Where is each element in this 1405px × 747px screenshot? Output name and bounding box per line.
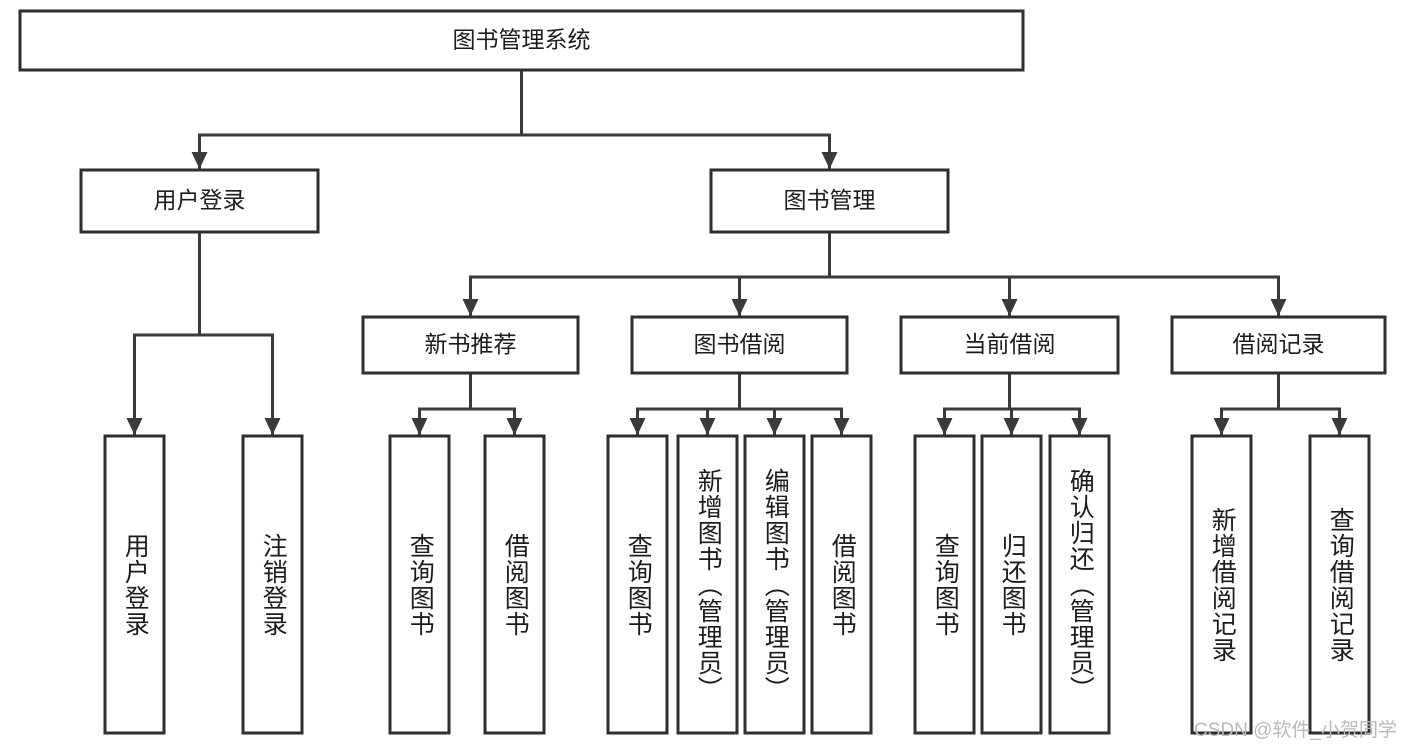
watermark: CSDN @软件_小贺同学 xyxy=(1194,720,1397,741)
node-root xyxy=(18,9,1025,72)
node-leaf-4-label: 查询图书 xyxy=(624,532,653,637)
node-leaf-11 xyxy=(1190,434,1253,735)
node-level2-3-label: 借阅记录 xyxy=(1233,331,1325,357)
node-level1-0 xyxy=(79,168,320,234)
node-leaf-3 xyxy=(483,434,546,735)
node-root-label: 图书管理系统 xyxy=(453,27,591,53)
node-leaf-4 xyxy=(606,434,669,735)
node-level2-0-label: 新书推荐 xyxy=(425,331,517,357)
node-level1-1 xyxy=(709,168,950,234)
node-leaf-9 xyxy=(980,434,1043,735)
node-leaf-0-label: 用户登录 xyxy=(121,532,150,637)
node-level2-1-label: 图书借阅 xyxy=(694,331,786,357)
node-leaf-1 xyxy=(241,434,304,735)
node-leaf-1-label: 注销登录 xyxy=(259,532,288,637)
node-level2-3 xyxy=(1170,315,1387,375)
node-leaf-9-label: 归还图书 xyxy=(998,532,1027,637)
node-leaf-0 xyxy=(103,434,166,735)
node-level2-1 xyxy=(630,315,849,375)
node-leaf-7-label: 借阅图书 xyxy=(828,532,857,637)
node-leaf-6-label: 编辑图书（管理员） xyxy=(761,467,790,702)
node-leaf-11-label: 新增借阅记录 xyxy=(1208,506,1237,663)
node-level1-1-label: 图书管理 xyxy=(784,187,876,213)
node-boxes xyxy=(18,9,1387,735)
node-leaf-8 xyxy=(913,434,976,735)
node-leaf-2-label: 查询图书 xyxy=(406,532,435,637)
node-leaf-5-label: 新增图书（管理员） xyxy=(694,467,723,702)
node-leaf-8-label: 查询图书 xyxy=(931,532,960,637)
node-leaf-5 xyxy=(676,434,739,735)
node-leaf-10 xyxy=(1048,434,1111,735)
node-leaf-6 xyxy=(743,434,806,735)
node-leaf-2 xyxy=(388,434,451,735)
node-level2-2-label: 当前借阅 xyxy=(964,331,1056,357)
node-level2-0 xyxy=(361,315,580,375)
node-leaf-3-label: 借阅图书 xyxy=(501,532,530,637)
node-leaf-12-label: 查询借阅记录 xyxy=(1326,506,1355,663)
node-level1-0-label: 用户登录 xyxy=(154,187,246,213)
node-leaf-7 xyxy=(810,434,873,735)
node-level2-2 xyxy=(899,315,1120,375)
node-leaf-10-label: 确认归还（管理员） xyxy=(1066,467,1095,702)
node-leaf-12 xyxy=(1308,434,1371,735)
connector-lines xyxy=(126,68,1348,436)
